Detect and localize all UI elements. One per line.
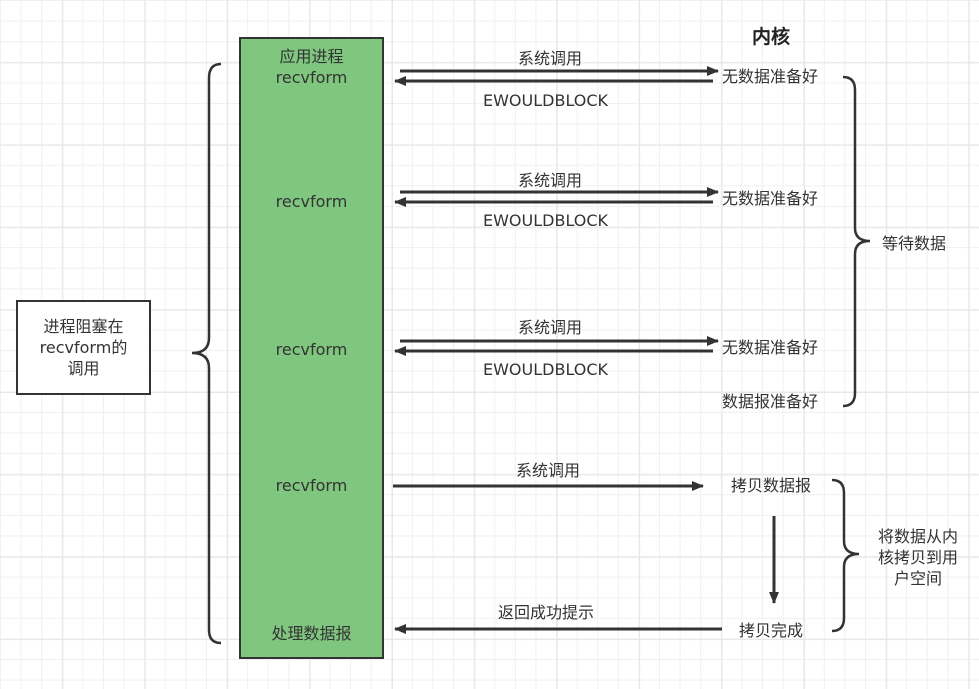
recvform-call-2: recvform: [275, 192, 348, 211]
return-success-label: 返回成功提示: [498, 603, 595, 622]
copy-phase-line-3: 户空间: [893, 569, 942, 588]
recvform-call-1: recvform: [275, 68, 348, 87]
blocked-note-box: 进程阻塞在 recvform的 调用: [16, 300, 151, 395]
kernel-state-2: 无数据准备好: [722, 189, 819, 208]
copy-datagram-label: 拷贝数据报: [731, 476, 812, 495]
copy-data-brace: [831, 478, 860, 633]
wait-data-phase-label: 等待数据: [882, 234, 947, 253]
syscall-label-4: 系统调用: [516, 461, 581, 480]
syscall-label-3: 系统调用: [518, 318, 583, 337]
wait-data-brace: [842, 75, 871, 408]
copy-phase-line-1: 将数据从内: [877, 527, 958, 546]
copy-phase-line-2: 核拷贝到用: [877, 548, 958, 567]
blocked-note-line-1: 进程阻塞在: [43, 317, 124, 336]
process-datagram-label: 处理数据报: [271, 624, 352, 643]
ewouldblock-label-1: EWOULDBLOCK: [483, 91, 609, 110]
kernel-state-1: 无数据准备好: [722, 67, 819, 86]
kernel-state-ready: 数据报准备好: [722, 392, 819, 411]
blocked-note-line-2: recvform的: [39, 338, 128, 357]
recvform-call-4: recvform: [275, 476, 348, 495]
ewouldblock-label-3: EWOULDBLOCK: [483, 360, 609, 379]
left-blocking-brace: [191, 62, 222, 645]
recvform-call-3: recvform: [275, 340, 348, 359]
kernel-title: 内核: [752, 26, 791, 48]
application-process-box: [239, 37, 384, 659]
copy-done-label: 拷贝完成: [739, 621, 804, 640]
kernel-state-3: 无数据准备好: [722, 338, 819, 357]
syscall-label-1: 系统调用: [518, 49, 583, 68]
syscall-label-2: 系统调用: [518, 171, 583, 190]
process-header: 应用进程: [279, 47, 344, 66]
copy-phase-label: 将数据从内 核拷贝到用 户空间: [868, 526, 968, 589]
ewouldblock-label-2: EWOULDBLOCK: [483, 211, 609, 230]
blocked-note-line-3: 调用: [67, 359, 100, 378]
